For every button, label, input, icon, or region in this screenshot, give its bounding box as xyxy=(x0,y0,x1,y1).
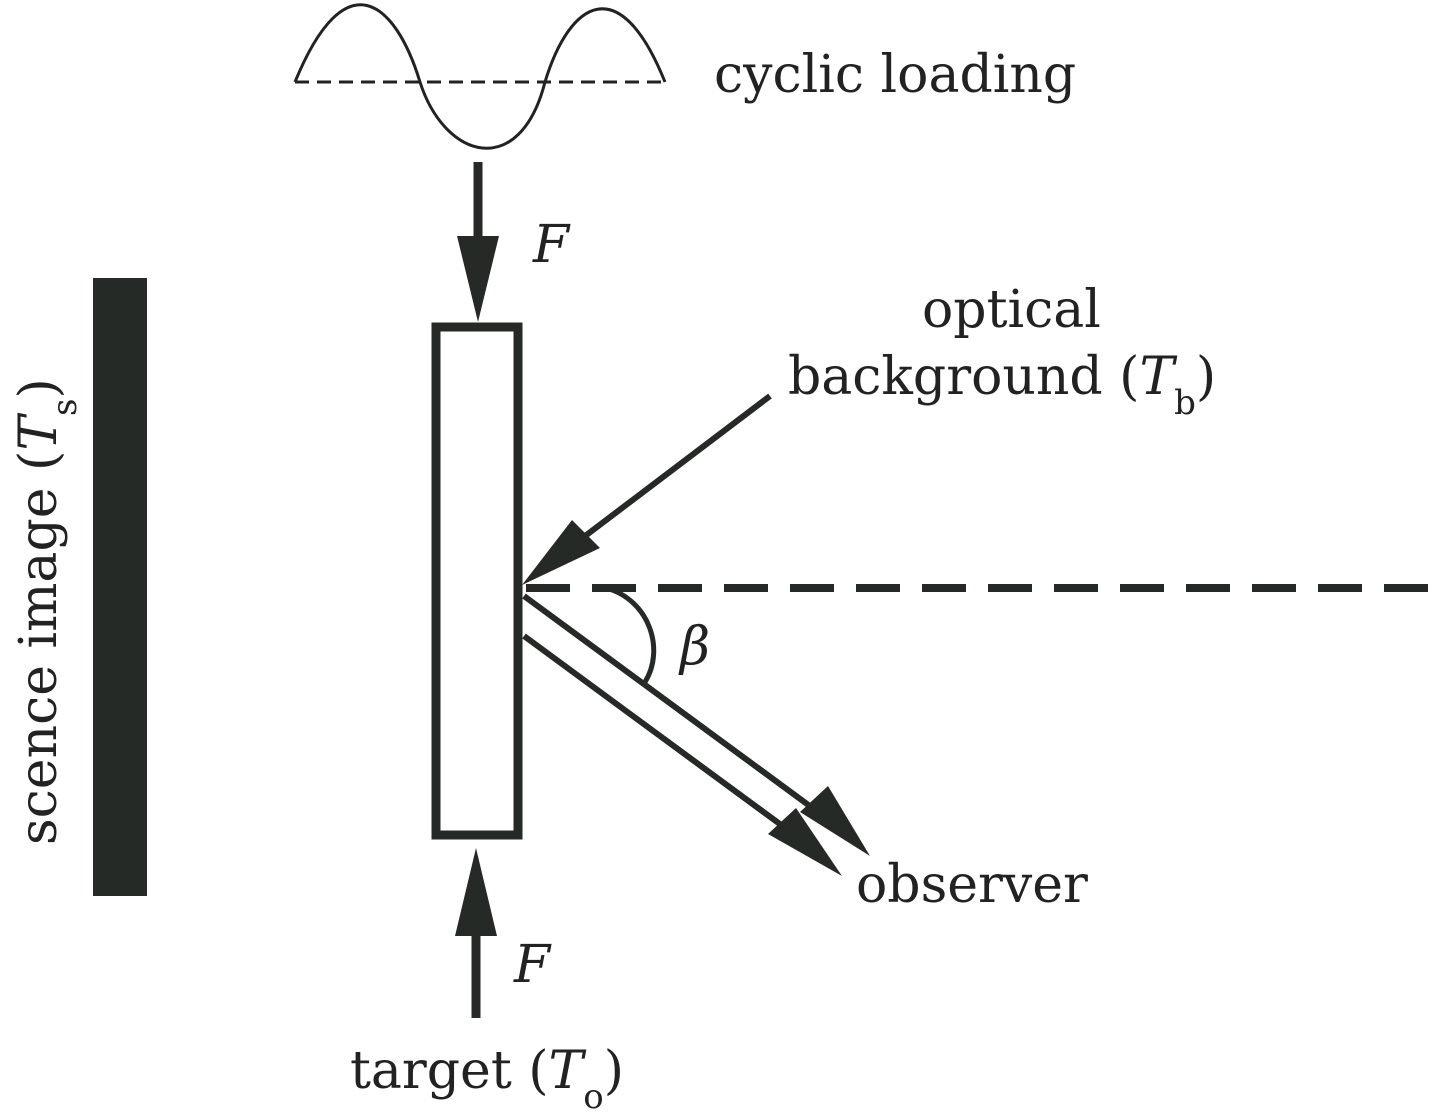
target-specimen xyxy=(431,322,523,840)
target-label-text: target ( xyxy=(350,1041,549,1101)
observer-label: observer xyxy=(856,855,1088,915)
scene-image-label: scence image (Ts) xyxy=(9,378,85,845)
scene-image-bar xyxy=(93,278,147,896)
scene-label-sub: s xyxy=(45,399,85,416)
target-label-sub: o xyxy=(583,1077,603,1117)
cyclic-loading-label: cyclic loading xyxy=(714,45,1076,105)
force-top-label: F xyxy=(532,215,571,275)
force-bottom-arrowhead xyxy=(455,848,497,936)
force-bottom-label: F xyxy=(513,935,552,995)
observer-ray-lower xyxy=(522,633,790,833)
target-label-close: ) xyxy=(604,1041,624,1101)
optical-ray-arrowhead xyxy=(522,520,600,585)
beta-label: β xyxy=(678,617,710,677)
observer-ray-lower-arrowhead xyxy=(768,808,842,876)
optical-label-sub: b xyxy=(1174,383,1196,423)
scene-label-text: scence image ( xyxy=(9,451,69,845)
optical-label-close: ) xyxy=(1196,347,1216,407)
optical-ray-shaft xyxy=(558,393,772,558)
scene-label-T: T xyxy=(9,413,69,451)
observer-ray-upper-arrowhead xyxy=(800,786,870,856)
optical-label-text: background ( xyxy=(788,347,1139,407)
sine-wave xyxy=(293,3,667,150)
target-label: target (To) xyxy=(350,1041,624,1117)
optical-label-line1: optical xyxy=(922,280,1101,340)
optical-label-T: T xyxy=(1139,347,1177,407)
beta-angle-arc xyxy=(605,585,657,684)
observer-ray-upper xyxy=(522,593,824,818)
scene-label-close: ) xyxy=(9,378,69,398)
target-label-T: T xyxy=(549,1041,587,1101)
optical-label-line2: background (Tb) xyxy=(788,347,1216,423)
force-top-arrowhead xyxy=(457,236,499,322)
